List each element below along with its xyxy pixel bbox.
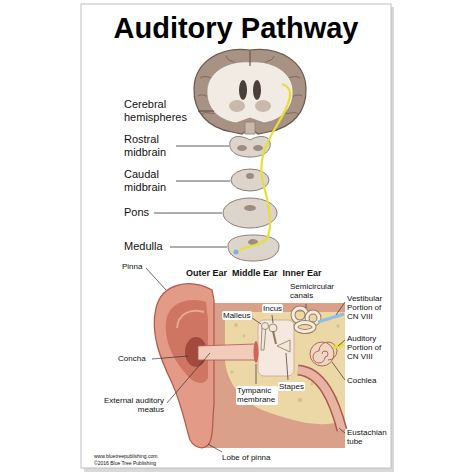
structure-label: Pons bbox=[124, 206, 149, 219]
middle-ear bbox=[277, 340, 290, 352]
leader-line bbox=[208, 444, 222, 452]
leader-line bbox=[252, 318, 261, 324]
structure-label: Cerebral hemispheres bbox=[124, 98, 196, 124]
leader-line bbox=[332, 362, 345, 380]
part-label: Tympanic membrane bbox=[236, 386, 278, 405]
leader-line bbox=[336, 302, 345, 315]
cochlea bbox=[313, 342, 337, 363]
head-tissue bbox=[230, 370, 233, 373]
part-label: Eustachian tube bbox=[347, 428, 391, 447]
poster-title: Auditory Pathway bbox=[81, 14, 391, 43]
pathway-node bbox=[234, 250, 239, 255]
semicircular-canals bbox=[296, 323, 314, 332]
leader-line bbox=[198, 111, 214, 112]
leader-line bbox=[170, 247, 227, 248]
semicircular-canals bbox=[296, 323, 314, 332]
structure-label: Medulla bbox=[124, 240, 163, 253]
region-heading: Outer Ear bbox=[186, 268, 227, 279]
brainstem-section bbox=[228, 235, 279, 261]
part-label: Auditory Portion of CN VIII bbox=[347, 334, 391, 362]
leader-line bbox=[154, 111, 230, 247]
brainstem-detail bbox=[246, 173, 254, 179]
part-label: Pinna bbox=[122, 262, 142, 271]
middle-ear bbox=[269, 324, 277, 332]
leader-line bbox=[146, 268, 166, 290]
head-tissue bbox=[205, 303, 345, 448]
leader-line bbox=[286, 353, 288, 380]
leader-line bbox=[152, 356, 188, 359]
head-tissue bbox=[336, 324, 340, 328]
ear-canal bbox=[198, 341, 259, 363]
ear-canal bbox=[254, 341, 259, 363]
part-label: Cochlea bbox=[347, 376, 376, 385]
part-label: Stapes bbox=[278, 382, 305, 391]
brainstem-detail bbox=[237, 145, 247, 151]
head-tissue bbox=[298, 398, 302, 402]
pinna bbox=[177, 311, 204, 328]
publisher-credit: ©2016 Blue Tree Publishing bbox=[94, 461, 156, 467]
brainstem-detail bbox=[253, 145, 263, 151]
part-label: Vestibular Portion of CN VIII bbox=[347, 294, 391, 322]
eustachian-tube bbox=[298, 370, 342, 430]
middle-ear bbox=[258, 320, 294, 376]
leader-line bbox=[154, 213, 222, 214]
part-label: External auditory meatus bbox=[92, 396, 164, 415]
middle-ear bbox=[273, 331, 276, 344]
ear-canal bbox=[198, 344, 255, 360]
auditory-pathway bbox=[236, 84, 290, 252]
leader-line bbox=[176, 181, 230, 182]
poster-sheet bbox=[81, 4, 391, 468]
cochlea bbox=[310, 342, 337, 366]
leader-line bbox=[256, 364, 257, 384]
head-tissue bbox=[205, 303, 345, 448]
part-label: Concha bbox=[118, 354, 146, 363]
leader-line bbox=[338, 340, 345, 346]
brain-section bbox=[229, 100, 245, 112]
head-tissue bbox=[310, 382, 313, 385]
structure-label: Rostral midbrain bbox=[124, 133, 196, 159]
head-tissue bbox=[225, 312, 345, 424]
poster-sheet bbox=[81, 4, 394, 472]
leader-line bbox=[306, 304, 307, 308]
eustachian-tube bbox=[298, 370, 342, 430]
part-label: Semicircular canals bbox=[290, 283, 348, 301]
brainstem-detail bbox=[237, 145, 263, 245]
head-tissue bbox=[243, 335, 246, 338]
vestibular-nerve bbox=[318, 314, 344, 322]
region-heading: Middle Ear bbox=[232, 268, 278, 279]
brain-section bbox=[245, 122, 255, 134]
leader-line bbox=[339, 428, 345, 433]
pinna bbox=[154, 284, 214, 448]
leader-line bbox=[167, 353, 210, 403]
semicircular-canals bbox=[293, 308, 319, 332]
region-heading: Inner Ear bbox=[283, 268, 322, 279]
brainstem-section bbox=[223, 137, 279, 262]
part-label: Incus bbox=[262, 304, 283, 313]
part-label: Malleus bbox=[222, 311, 252, 320]
structure-label: Caudal midbrain bbox=[124, 168, 196, 194]
part-label: Lobe of pinna bbox=[222, 453, 271, 462]
brain-section bbox=[239, 80, 247, 100]
pinna bbox=[166, 300, 208, 383]
head-tissue bbox=[234, 323, 238, 327]
brainstem-detail bbox=[244, 205, 256, 211]
middle-ear bbox=[262, 323, 269, 330]
leader-line bbox=[146, 268, 345, 452]
leader-line bbox=[176, 146, 229, 147]
middle-ear bbox=[258, 320, 294, 376]
eustachian-tube bbox=[298, 370, 342, 430]
publisher-credit: www.bluetreepublishing.com bbox=[94, 454, 157, 460]
brain-section bbox=[249, 50, 250, 66]
leader-line bbox=[272, 315, 273, 323]
brain-section bbox=[253, 80, 261, 100]
pinna bbox=[154, 284, 214, 448]
brain-section bbox=[207, 62, 293, 123]
brain-section bbox=[255, 100, 271, 112]
